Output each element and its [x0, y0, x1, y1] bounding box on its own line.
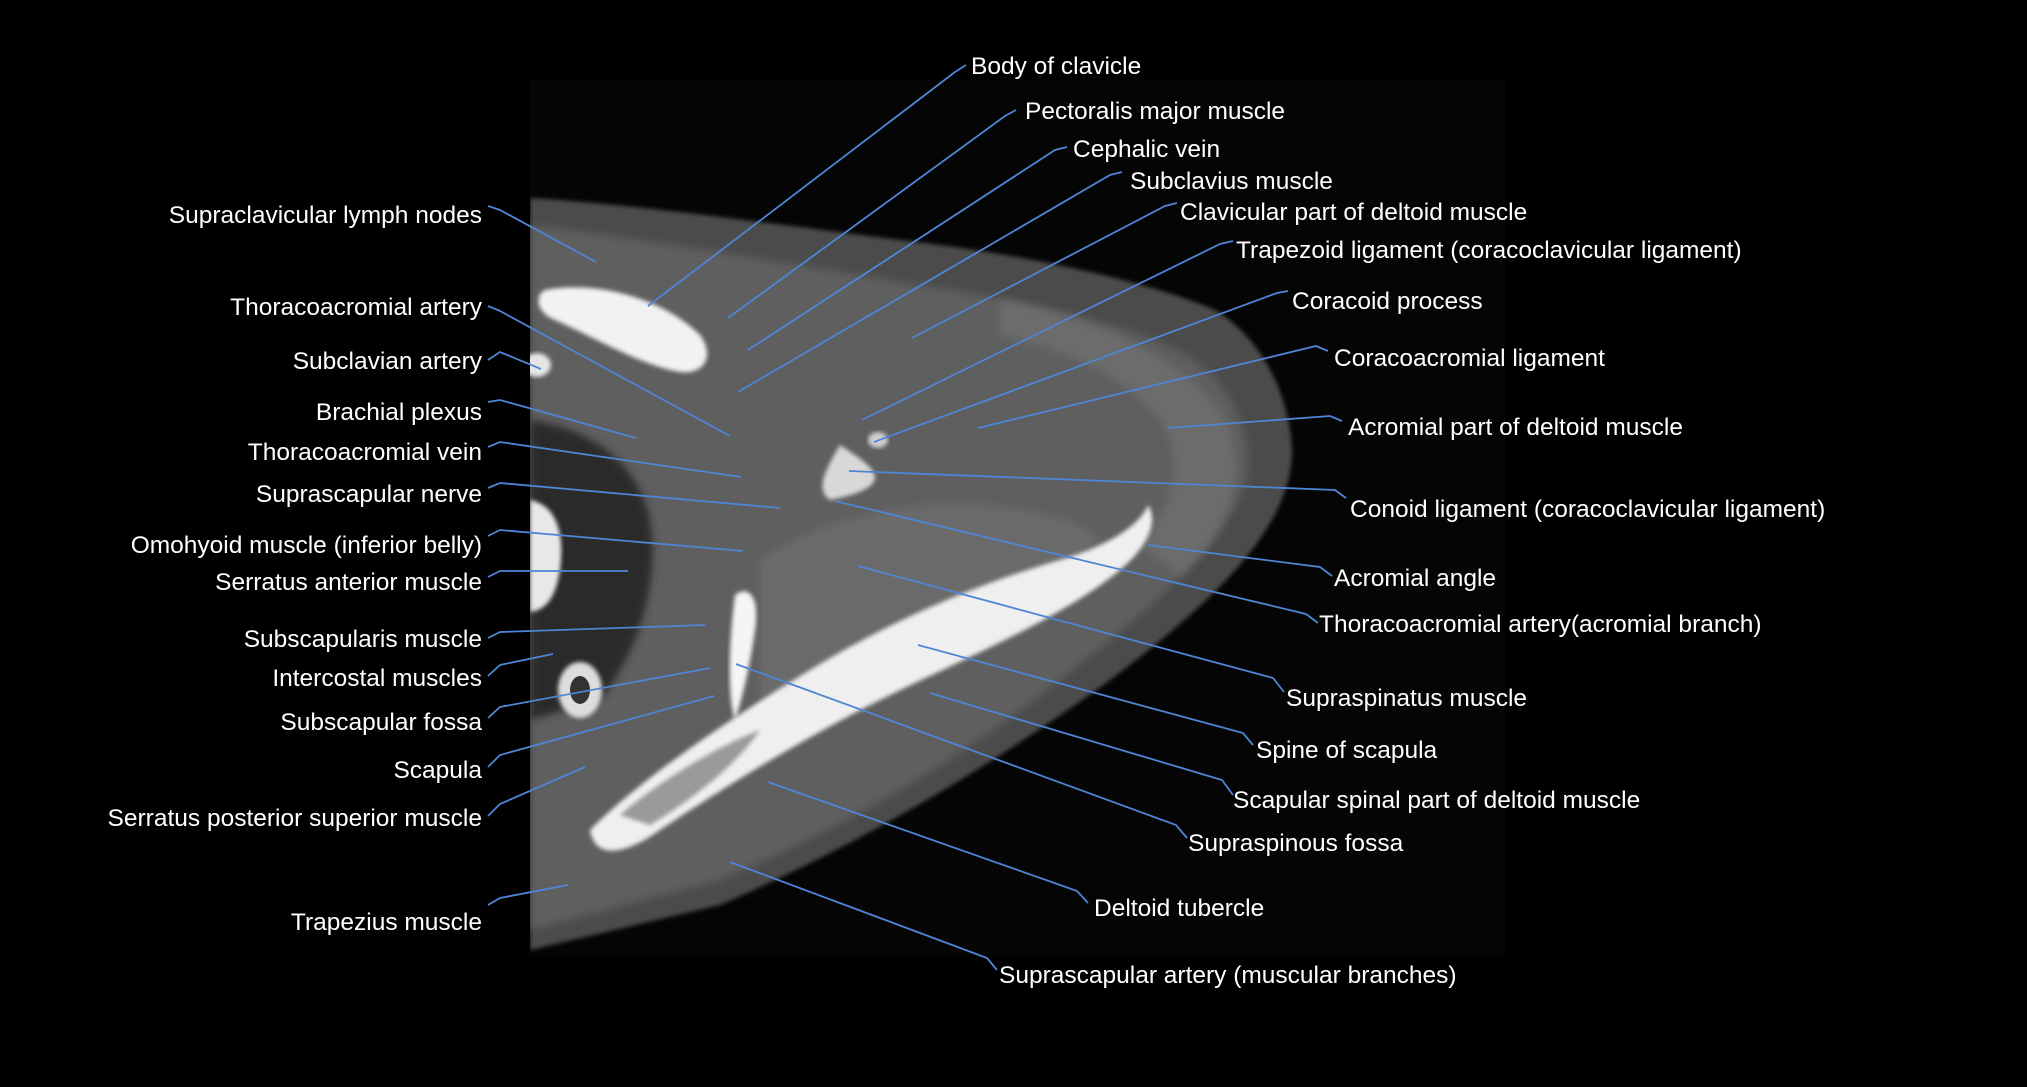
- leader-thoracoacromial-vein: [487, 441, 742, 478]
- label-scapula: Scapula: [393, 757, 482, 784]
- leader-coracoid-process: [873, 290, 1289, 443]
- label-deltoid-tubercle: Deltoid tubercle: [1094, 895, 1264, 922]
- label-spine-of-scapula: Spine of scapula: [1256, 737, 1438, 764]
- leader-clavicular-deltoid: [911, 202, 1178, 339]
- leader-acromial-angle: [1147, 544, 1333, 577]
- leader-coracoacromial: [977, 345, 1329, 429]
- leader-cephalic-vein: [747, 146, 1068, 351]
- label-supraspinatus: Supraspinatus muscle: [1286, 685, 1527, 712]
- label-thoracoacromial-vein: Thoracoacromial vein: [248, 439, 482, 466]
- label-subclavian-artery: Subclavian artery: [293, 348, 483, 375]
- label-omohyoid: Omohyoid muscle (inferior belly): [131, 532, 482, 559]
- label-subclavius: Subclavius muscle: [1130, 168, 1333, 195]
- clavicle-bone: [538, 287, 708, 373]
- leader-spine-of-scapula: [917, 644, 1254, 746]
- leader-subscapularis: [487, 624, 706, 639]
- leader-deltoid-tubercle: [767, 781, 1089, 904]
- leader-suprascapular-nerve: [487, 482, 781, 509]
- scapula-neck: [729, 591, 757, 720]
- label-subscapular-fossa: Subscapular fossa: [280, 709, 482, 736]
- leader-serratus-anterior: [487, 570, 628, 578]
- leader-scapular-spinal-deltoid: [929, 692, 1234, 796]
- label-trapezius: Trapezius muscle: [291, 909, 482, 936]
- leader-serratus-posterior: [487, 766, 586, 817]
- leader-pectoralis-major: [727, 109, 1017, 319]
- label-supraspinous-fossa: Supraspinous fossa: [1188, 830, 1404, 857]
- label-suprascapular-nerve: Suprascapular nerve: [256, 481, 482, 508]
- leader-thoracoacromial-acromial: [834, 500, 1319, 624]
- rib-shape: [530, 500, 562, 612]
- label-acromial-deltoid: Acromial part of deltoid muscle: [1348, 414, 1683, 441]
- leader-intercostal: [487, 653, 554, 677]
- subclavian-artery-shape: [530, 353, 551, 377]
- leader-trapezoid-ligament: [861, 240, 1234, 421]
- label-intercostal: Intercostal muscles: [272, 665, 482, 692]
- lung-dark: [530, 420, 653, 720]
- ct-scan-image: [530, 80, 1505, 955]
- leader-scapula: [487, 695, 715, 768]
- label-thoracoacromial-artery: Thoracoacromial artery: [230, 294, 483, 321]
- leader-supraclavicular: [487, 205, 597, 263]
- leader-omohyoid: [487, 529, 744, 552]
- leader-suprascapular-artery: [729, 861, 998, 971]
- label-suprascapular-artery: Suprascapular artery (muscular branches): [999, 962, 1457, 989]
- leader-conoid-ligament: [848, 470, 1347, 499]
- leader-subscapular-fossa: [487, 667, 711, 719]
- label-coracoid-process: Coracoid process: [1292, 288, 1483, 315]
- label-scapular-spinal-deltoid: Scapular spinal part of deltoid muscle: [1233, 787, 1640, 814]
- deltoid-region: [1000, 300, 1236, 575]
- leader-brachial-plexus: [487, 399, 637, 439]
- leader-trapezius: [487, 884, 569, 906]
- leader-subclavian-artery: [487, 350, 542, 370]
- left-labels: Supraclavicular lymph nodes Thoracoacrom…: [108, 202, 483, 936]
- leader-supraspinous-fossa: [735, 663, 1188, 839]
- label-coracoacromial: Coracoacromial ligament: [1334, 345, 1605, 372]
- label-brachial-plexus: Brachial plexus: [316, 399, 482, 426]
- right-labels: Body of clavicle Pectoralis major muscle…: [971, 53, 1825, 989]
- coracoid-shape: [822, 445, 875, 500]
- label-serratus-anterior: Serratus anterior muscle: [215, 569, 482, 596]
- label-cephalic-vein: Cephalic vein: [1073, 136, 1220, 163]
- label-conoid-ligament: Conoid ligament (coracoclavicular ligame…: [1350, 496, 1825, 523]
- label-acromial-angle: Acromial angle: [1334, 565, 1496, 592]
- leader-body-of-clavicle: [647, 64, 967, 307]
- leader-subclavius: [737, 171, 1123, 393]
- label-thoracoacromial-acromial: Thoracoacromial artery(acromial branch): [1319, 611, 1762, 638]
- leader-lines: [487, 64, 1347, 971]
- label-subscapularis: Subscapularis muscle: [244, 626, 482, 653]
- leader-supraspinatus: [857, 565, 1285, 693]
- leader-acromial-deltoid: [1167, 415, 1343, 429]
- label-trapezoid-ligament: Trapezoid ligament (coracoclavicular lig…: [1236, 237, 1742, 264]
- label-clavicular-deltoid: Clavicular part of deltoid muscle: [1180, 199, 1527, 226]
- label-pectoralis-major: Pectoralis major muscle: [1025, 98, 1285, 125]
- label-serratus-posterior: Serratus posterior superior muscle: [108, 805, 482, 832]
- label-body-of-clavicle: Body of clavicle: [971, 53, 1141, 80]
- label-supraclavicular: Supraclavicular lymph nodes: [169, 202, 482, 229]
- leader-thoracoacromial-artery: [487, 305, 731, 437]
